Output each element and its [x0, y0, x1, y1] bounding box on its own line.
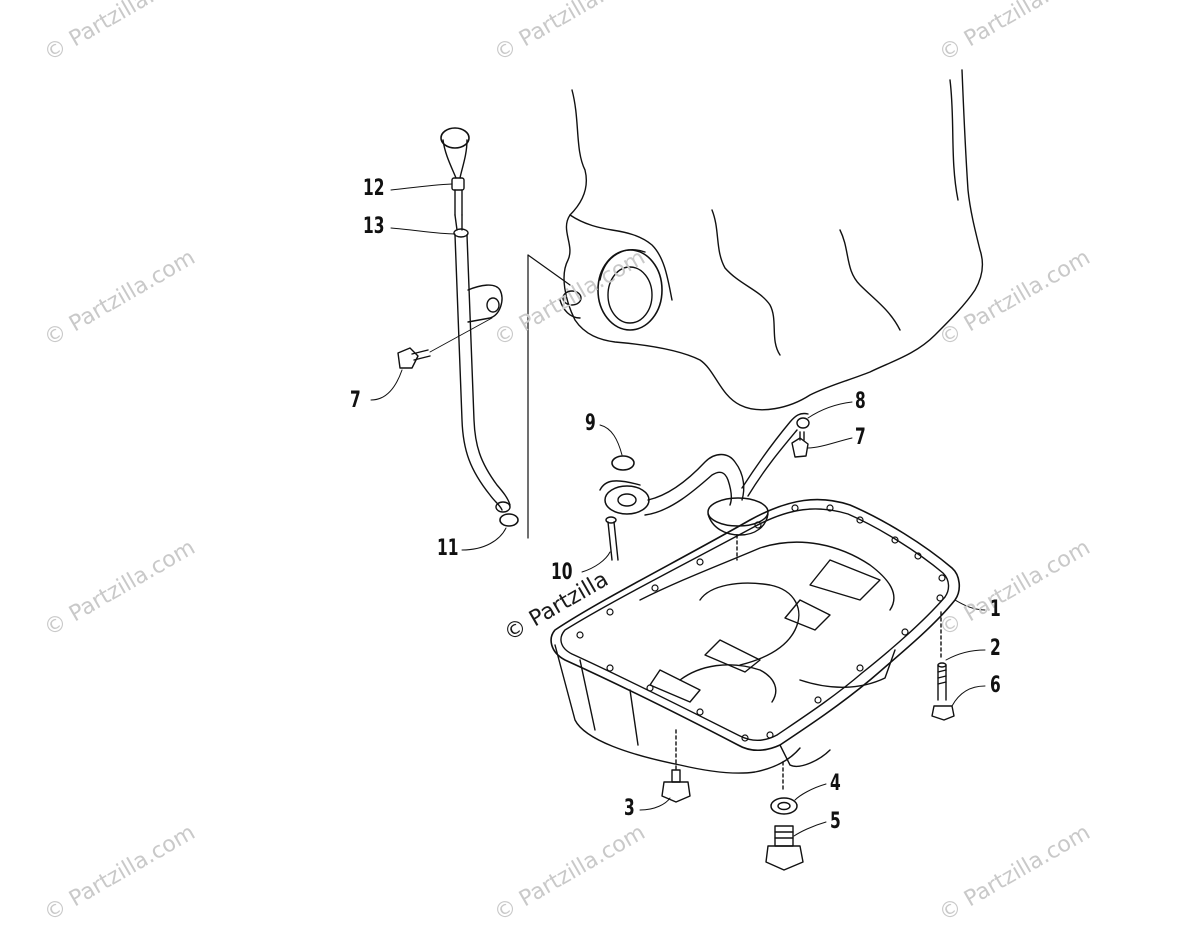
leader-lines: [370, 183, 986, 837]
callout-10: 10: [551, 560, 573, 585]
dipstick-assembly: [440, 127, 571, 539]
callout-12: 12: [363, 176, 385, 201]
callout-4: 4: [830, 771, 841, 796]
oil-pan: [550, 498, 961, 791]
callout-13: 13: [363, 214, 385, 239]
callout-3: 3: [624, 796, 635, 821]
washer-4: [770, 797, 798, 815]
bolt-7-left: [397, 317, 493, 369]
engine-block: [559, 69, 984, 411]
callout-6: 6: [990, 673, 1001, 698]
callout-11: 11: [437, 536, 459, 561]
bolt-3: [661, 769, 691, 803]
callout-1: 1: [990, 597, 1001, 622]
drain-bolt-5: [765, 825, 804, 871]
callout-5: 5: [830, 809, 841, 834]
oil-strainer: [599, 412, 810, 561]
nut-6: [931, 705, 955, 721]
callout-7-left: 7: [350, 388, 361, 413]
callout-7-right: 7: [855, 425, 866, 450]
callout-2: 2: [990, 636, 1001, 661]
callout-8: 8: [855, 389, 866, 414]
callout-9: 9: [585, 411, 596, 436]
stud-2: [937, 662, 947, 701]
